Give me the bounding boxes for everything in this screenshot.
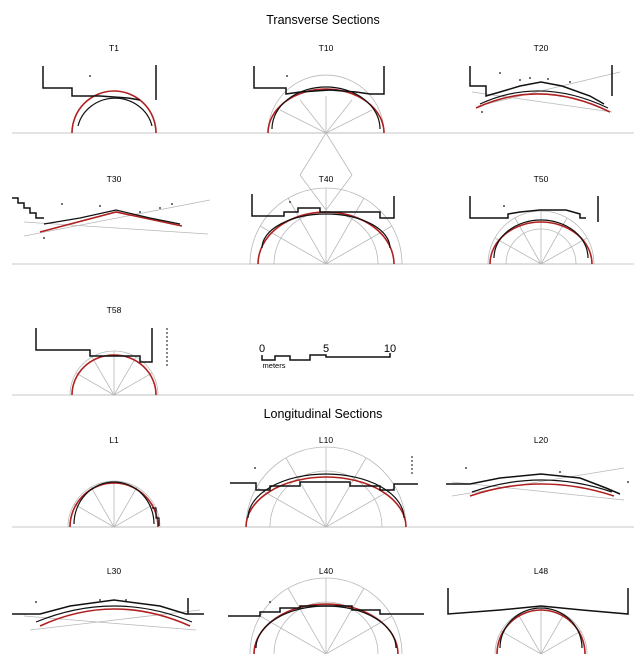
l48-profile <box>447 588 629 615</box>
t20-points <box>481 72 571 113</box>
t20-fit-arc <box>475 93 611 113</box>
section-label-t50: T50 <box>534 174 549 184</box>
t30-fit-arc <box>39 211 183 233</box>
l40-construction <box>249 577 403 654</box>
t10-construction <box>267 74 385 211</box>
section-l48 <box>447 588 629 654</box>
scale-bar: 0 5 10 meters <box>259 343 396 370</box>
t50-point <box>503 205 505 207</box>
l1-construction <box>67 480 161 528</box>
section-t58 <box>35 328 168 396</box>
l40-profile <box>228 605 424 617</box>
t40-construction <box>249 187 403 265</box>
section-label-l30: L30 <box>107 566 121 576</box>
t1-point <box>89 75 91 77</box>
section-label-t10: T10 <box>319 43 334 53</box>
section-t40 <box>249 187 403 265</box>
t20-construction <box>471 71 621 113</box>
scale-tick-5: 5 <box>323 343 329 355</box>
section-l30 <box>12 598 204 631</box>
section-t1 <box>42 65 157 134</box>
t30-points <box>43 203 173 239</box>
section-l10 <box>230 446 418 528</box>
section-t20 <box>469 65 621 113</box>
scale-tick-0: 0 <box>259 343 265 355</box>
section-l20 <box>446 467 629 501</box>
t10-profile-arc <box>271 86 381 130</box>
t10-profile <box>253 66 385 95</box>
t50-profile <box>469 196 586 219</box>
scale-tick-10: 10 <box>384 343 396 355</box>
l10-point <box>254 467 256 469</box>
t40-profile <box>251 194 395 219</box>
l30-profile <box>12 599 204 615</box>
l20-points <box>465 467 629 483</box>
t50-fit-arc <box>489 221 593 265</box>
l30-construction <box>23 609 201 631</box>
l10-fit-arc <box>245 476 407 528</box>
l20-profile <box>446 473 621 495</box>
section-label-t1: T1 <box>109 43 119 53</box>
l30-points <box>35 599 127 603</box>
l10-profile-arc <box>247 473 405 519</box>
t10-point <box>286 75 288 77</box>
section-l40 <box>228 577 424 654</box>
section-t30 <box>12 197 211 239</box>
t30-profile <box>43 209 181 225</box>
l20-profile-lower <box>471 479 613 493</box>
section-label-t58: T58 <box>107 305 122 315</box>
l20-fit-arc <box>469 483 615 497</box>
l30-profile-lower <box>35 605 193 623</box>
l48-profile-arc <box>499 607 583 649</box>
l40-point <box>269 601 271 603</box>
l48-fit-arc <box>496 609 586 654</box>
section-t50 <box>469 196 599 265</box>
l20-construction <box>451 467 625 501</box>
longitudinal-heading: Longitudinal Sections <box>264 407 383 421</box>
scale-bar-line <box>261 353 391 361</box>
section-t10 <box>253 66 385 211</box>
section-l1 <box>67 480 161 528</box>
section-label-t30: T30 <box>107 174 122 184</box>
t20-profile <box>469 66 605 105</box>
l48-construction <box>494 607 588 654</box>
l1-right-detail <box>152 507 160 526</box>
section-label-l40: L40 <box>319 566 333 576</box>
t58-construction <box>69 350 159 396</box>
t50-construction <box>487 210 595 265</box>
t58-profile <box>35 328 153 363</box>
t40-point <box>289 201 291 203</box>
transverse-heading: Transverse Sections <box>266 13 379 27</box>
scale-unit: meters <box>263 361 286 370</box>
section-label-l48: L48 <box>534 566 548 576</box>
t30-stair <box>12 197 44 219</box>
t1-profile-arc <box>77 97 153 127</box>
t58-fit-arc <box>71 354 157 396</box>
section-label-l1: L1 <box>109 435 119 445</box>
t1-profile <box>42 66 141 101</box>
section-label-l10: L10 <box>319 435 333 445</box>
l30-fit-arc <box>39 608 191 627</box>
t30-construction <box>23 199 211 237</box>
section-label-l20: L20 <box>534 435 548 445</box>
section-label-t20: T20 <box>534 43 549 53</box>
t10-fit-arc <box>267 88 385 134</box>
l10-profile <box>230 481 418 491</box>
t50-profile-arc <box>493 219 589 259</box>
t40-profile-arc <box>261 213 391 249</box>
l1-profile <box>73 481 155 525</box>
section-label-t40: T40 <box>319 174 334 184</box>
t20-profile-lower <box>479 90 609 109</box>
t1-fit-arc <box>71 90 157 134</box>
l40-profile-arc <box>255 605 397 649</box>
